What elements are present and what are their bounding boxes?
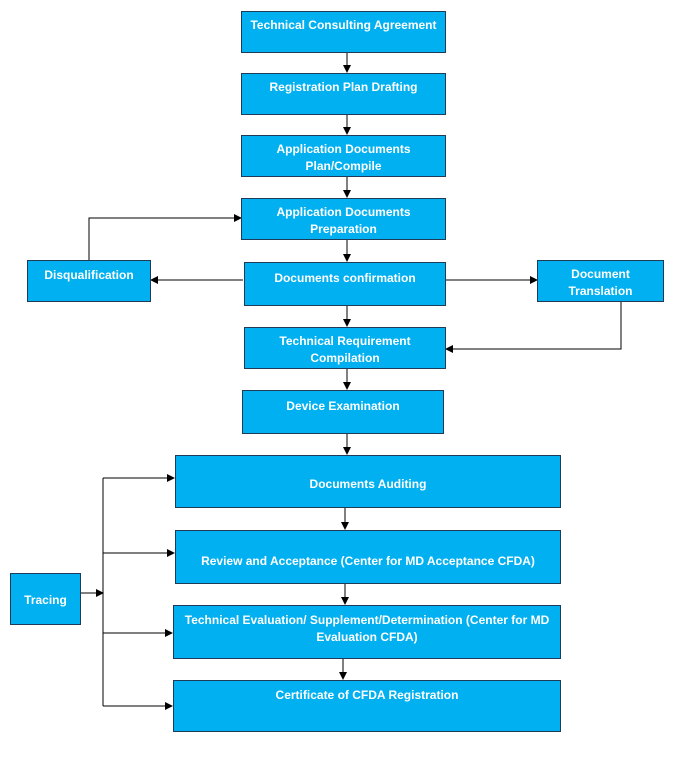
box-technical-evaluation: Technical Evaluation/ Supplement/Determi… — [173, 605, 561, 659]
box-label: Device Examination — [286, 399, 400, 413]
arrow-translation-to-requirement — [445, 301, 622, 353]
box-application-documents-plan: Application Documents Plan/Compile — [241, 135, 446, 177]
box-disqualification: Disqualification — [27, 260, 151, 302]
box-label: Technical Consulting Agreement — [250, 18, 437, 32]
box-label: Tracing — [24, 593, 67, 607]
arrow-disqualification-to-prep — [88, 214, 242, 260]
box-document-translation: Document Translation — [537, 260, 664, 302]
box-label: Certificate of CFDA Registration — [275, 688, 459, 702]
box-label: Application Documents Preparation — [276, 205, 411, 236]
box-label: Technical Evaluation/ Supplement/Determi… — [184, 613, 550, 644]
box-review-and-acceptance: Review and Acceptance (Center for MD Acc… — [175, 530, 561, 584]
box-technical-requirement-compilation: Technical Requirement Compilation — [244, 327, 446, 369]
box-documents-auditing: Documents Auditing — [175, 455, 561, 508]
box-label: Document Translation — [568, 267, 633, 298]
box-label: Review and Acceptance (Center for MD Acc… — [201, 554, 535, 568]
box-label: Registration Plan Drafting — [269, 80, 418, 94]
box-technical-consulting-agreement: Technical Consulting Agreement — [241, 11, 446, 53]
box-label: Documents confirmation — [274, 271, 416, 285]
box-certificate-of-cfda-registration: Certificate of CFDA Registration — [173, 680, 561, 732]
box-documents-confirmation: Documents confirmation — [244, 262, 446, 306]
box-label: Documents Auditing — [309, 477, 427, 491]
box-application-documents-preparation: Application Documents Preparation — [241, 198, 446, 240]
box-device-examination: Device Examination — [242, 390, 444, 434]
box-label: Application Documents Plan/Compile — [276, 142, 411, 173]
box-tracing: Tracing — [10, 573, 81, 625]
box-registration-plan-drafting: Registration Plan Drafting — [241, 73, 446, 115]
box-label: Disqualification — [44, 268, 134, 282]
box-label: Technical Requirement Compilation — [279, 334, 411, 365]
